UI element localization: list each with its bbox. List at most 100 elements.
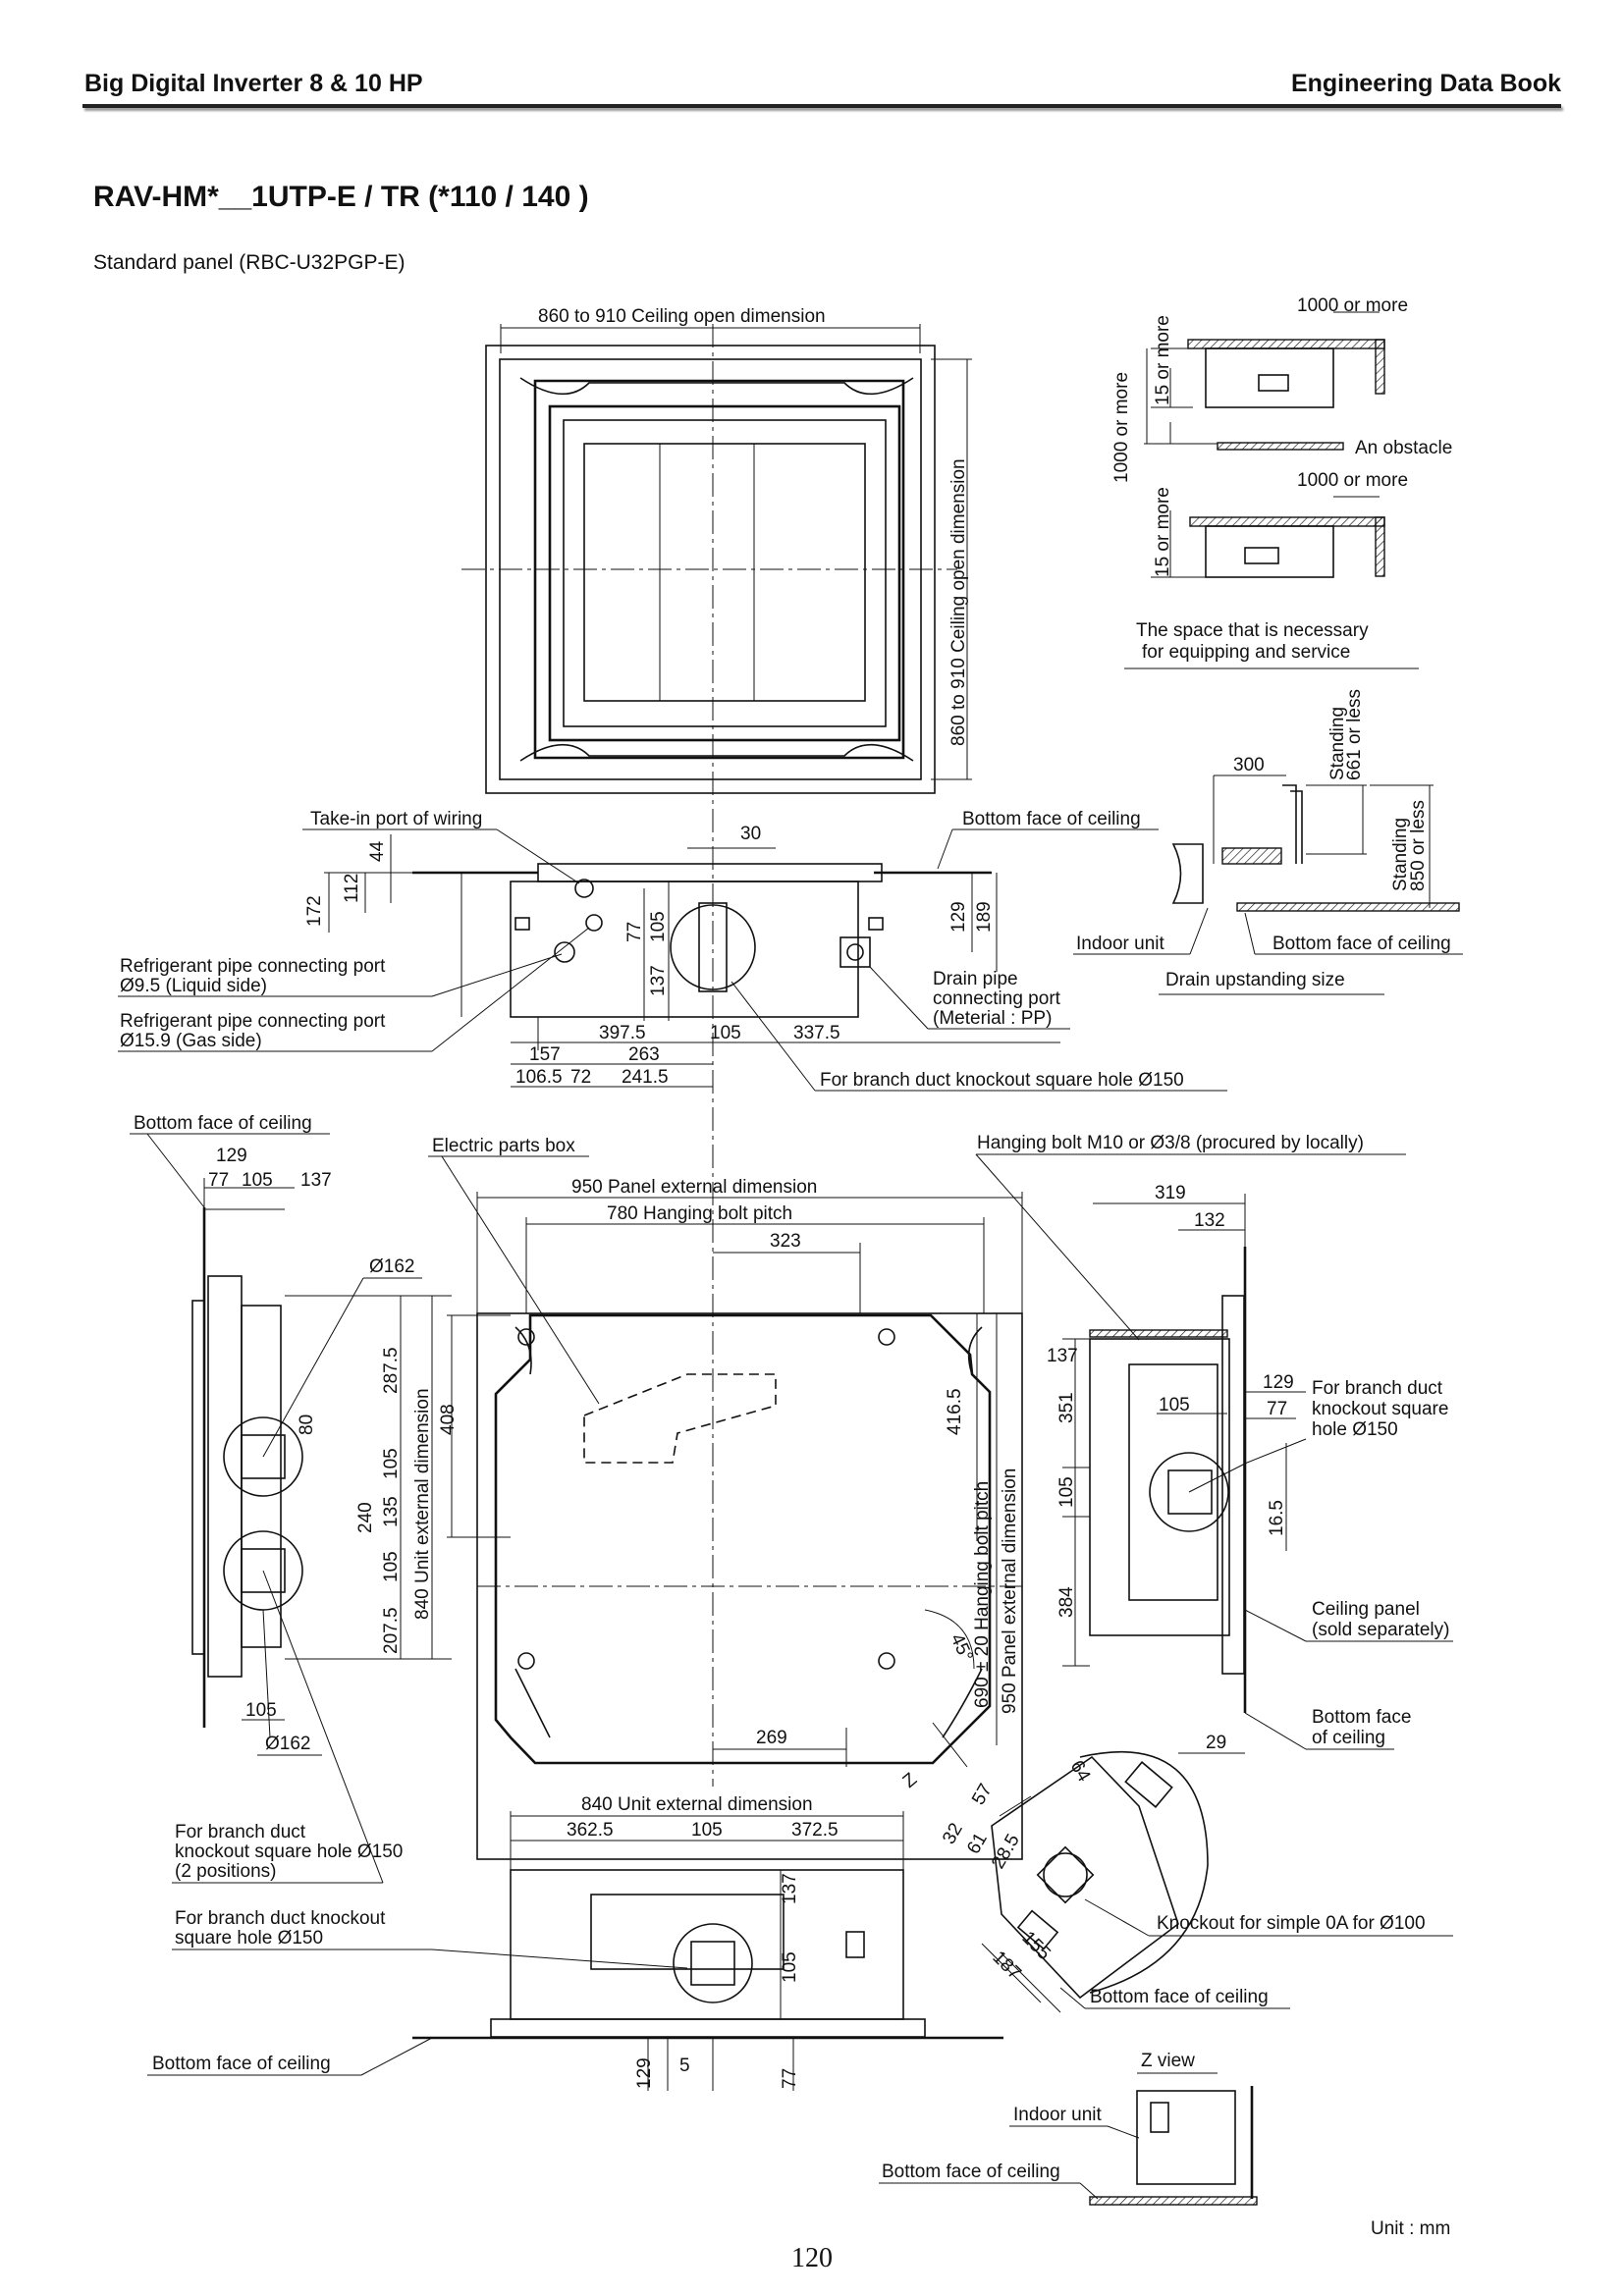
label-d137a: 137 xyxy=(648,965,669,996)
label-branch2a: For branch duct xyxy=(175,1822,306,1842)
label-d840v: 840 Unit external dimension xyxy=(412,1388,433,1620)
label-bottom-r2: of ceiling xyxy=(1312,1728,1385,1748)
label-svc-1000: 1000 or more xyxy=(1297,295,1408,316)
label-d132: 132 xyxy=(1194,1210,1225,1231)
label-d105g: 105 xyxy=(1056,1476,1077,1508)
label-svc-1000v: 1000 or more xyxy=(1111,372,1132,483)
label-d105i: 105 xyxy=(691,1820,723,1841)
label-branch1: For branch duct knockout square hole Ø15… xyxy=(820,1070,1184,1091)
label-d3725: 372.5 xyxy=(791,1820,839,1841)
label-bottom-face-1: Bottom face of ceiling xyxy=(962,809,1141,829)
label-d44: 44 xyxy=(367,840,388,862)
z-view: Z view Indoor unit Bottom face of ceilin… xyxy=(879,2051,1450,2239)
bottom-plan-view: Electric parts box 950 Panel external di… xyxy=(428,1136,1023,1860)
label-d77c: 77 xyxy=(1267,1399,1287,1419)
front-elevation: For branch duct knockout square hole Ø15… xyxy=(147,1570,1003,2091)
label-d1065: 106.5 xyxy=(515,1067,563,1088)
label-d80: 80 xyxy=(297,1415,317,1435)
label-d189: 189 xyxy=(974,901,995,933)
label-d240: 240 xyxy=(355,1502,376,1533)
label-take-in: Take-in port of wiring xyxy=(310,809,482,829)
label-d323: 323 xyxy=(770,1231,801,1252)
label-drain2: connecting port xyxy=(933,988,1061,1009)
label-d162a: Ø162 xyxy=(369,1256,414,1277)
label-branch-r3: hole Ø150 xyxy=(1312,1419,1398,1440)
label-branch3a: For branch duct knockout xyxy=(175,1908,386,1929)
label-branch-r2: knockout square xyxy=(1312,1399,1448,1419)
left-side-view: Bottom face of ceiling 129 77 105 137 Ø1… xyxy=(130,1113,452,1756)
label-d950v: 950 Panel external dimension xyxy=(1000,1468,1020,1714)
label-branch2b: knockout square hole Ø150 xyxy=(175,1842,403,1862)
label-dr-st1b: 661 or less xyxy=(1344,689,1365,780)
page-subtitle: Standard panel (RBC-U32PGP-E) xyxy=(93,251,406,274)
label-d105c: 105 xyxy=(242,1170,273,1191)
label-svc-15a: 15 or more xyxy=(1153,315,1173,405)
label-d3625: 362.5 xyxy=(567,1820,614,1841)
label-d135: 135 xyxy=(381,1496,402,1527)
label-d2875: 287.5 xyxy=(381,1347,402,1394)
label-svc-note2: for equipping and service xyxy=(1142,642,1350,663)
label-svc-note1: The space that is necessary xyxy=(1136,620,1369,641)
label-bottom-face-3: Bottom face of ceiling xyxy=(152,2054,331,2074)
label-dr-indoor: Indoor unit xyxy=(1076,934,1165,954)
label-zview: Z view xyxy=(1141,2051,1195,2071)
label-d408: 408 xyxy=(438,1404,459,1435)
label-d780: 780 Hanging bolt pitch xyxy=(607,1203,792,1224)
label-bottom-r1: Bottom face xyxy=(1312,1707,1411,1728)
label-d57: 57 xyxy=(968,1781,997,1809)
label-d397: 397.5 xyxy=(599,1023,646,1043)
label-dr-300: 300 xyxy=(1233,755,1265,775)
label-d72: 72 xyxy=(570,1067,591,1088)
label-unit: Unit : mm xyxy=(1371,2218,1450,2239)
label-svc-15b: 15 or more xyxy=(1153,487,1173,577)
drain-upstanding: 300 Standing 661 or less Standing 850 or… xyxy=(1073,689,1463,995)
header-right: Engineering Data Book xyxy=(1290,70,1561,97)
label-d337: 337.5 xyxy=(793,1023,840,1043)
label-d32: 32 xyxy=(939,1820,967,1848)
label-panel1: Ceiling panel xyxy=(1312,1599,1420,1620)
page-title: RAV-HM*__1UTP-E / TR (*110 / 140 ) xyxy=(93,181,589,213)
label-d112: 112 xyxy=(342,874,362,903)
label-d690: 690 ± 20 Hanging bolt pitch xyxy=(972,1481,993,1708)
right-side-view: Hanging bolt M10 or Ø3/8 (procured by lo… xyxy=(975,1133,1453,1754)
label-d64: 64 xyxy=(1066,1757,1095,1786)
label-d105f: 105 xyxy=(245,1700,277,1721)
label-d165: 16.5 xyxy=(1267,1500,1287,1536)
label-d263: 263 xyxy=(628,1044,660,1065)
label-d105e: 105 xyxy=(381,1551,402,1582)
label-ref2b: Ø15.9 (Gas side) xyxy=(120,1031,262,1051)
label-ceil-open-h: 860 to 910 Ceiling open dimension xyxy=(538,306,826,327)
header-left: Big Digital Inverter 8 & 10 HP xyxy=(84,70,423,97)
label-dr-st2b: 850 or less xyxy=(1408,800,1429,891)
label-d129b: 129 xyxy=(216,1146,247,1166)
label-hanging: Hanging bolt M10 or Ø3/8 (procured by lo… xyxy=(977,1133,1364,1153)
label-d137d: 137 xyxy=(780,1873,800,1904)
label-d351: 351 xyxy=(1056,1392,1077,1423)
label-dr-title: Drain upstanding size xyxy=(1165,970,1345,990)
label-d5: 5 xyxy=(679,2056,690,2076)
label-d269: 269 xyxy=(756,1728,787,1748)
label-d30: 30 xyxy=(740,824,761,844)
label-d77b: 77 xyxy=(208,1170,229,1191)
label-elec-box: Electric parts box xyxy=(432,1136,575,1156)
label-dr-st2a: Standing xyxy=(1390,818,1411,891)
label-d105a: 105 xyxy=(648,911,669,942)
label-obstacle: An obstacle xyxy=(1355,438,1452,458)
label-d137b: 137 xyxy=(300,1170,332,1191)
side-elevation: 172 112 44 Take-in port of wiring Bottom… xyxy=(118,809,1227,1092)
label-branch-r1: For branch duct xyxy=(1312,1378,1443,1399)
label-drain1: Drain pipe xyxy=(933,969,1018,989)
label-d105d: 105 xyxy=(381,1448,402,1479)
label-d950h: 950 Panel external dimension xyxy=(571,1177,817,1198)
label-d105j: 105 xyxy=(780,1951,800,1983)
label-d129a: 129 xyxy=(948,901,969,933)
label-ref2a: Refrigerant pipe connecting port xyxy=(120,1011,386,1032)
label-svc-1000b: 1000 or more xyxy=(1297,470,1408,491)
label-branch2c: (2 positions) xyxy=(175,1861,277,1882)
label-d319: 319 xyxy=(1155,1183,1186,1203)
label-d2415: 241.5 xyxy=(622,1067,669,1088)
page-number: 120 xyxy=(791,2243,833,2273)
label-drain3: (Meterial : PP) xyxy=(933,1008,1052,1029)
service-space: 1000 or more 15 or more 1000 or more An … xyxy=(1111,295,1452,669)
